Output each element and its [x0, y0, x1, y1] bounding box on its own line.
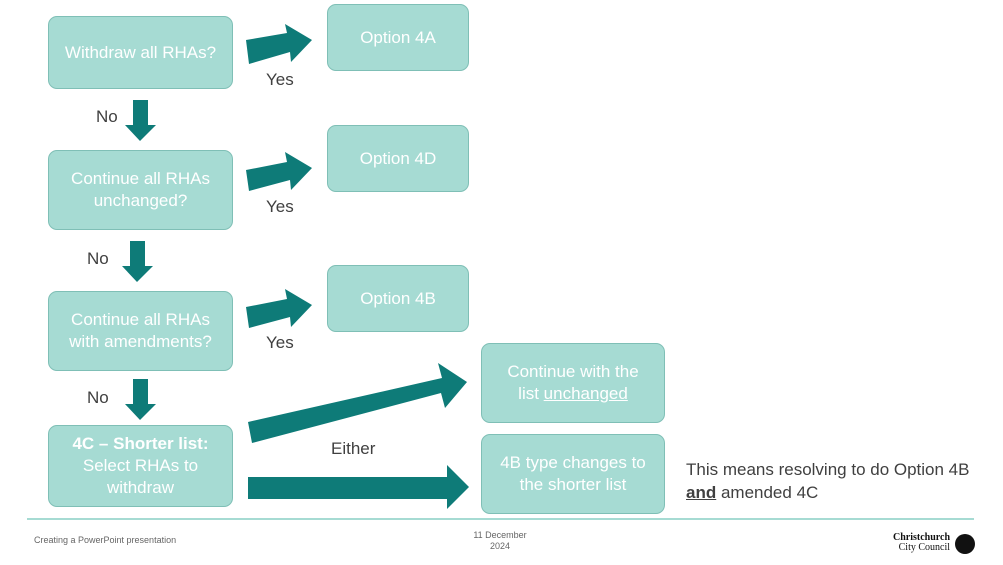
- logo-line1: Christchurch: [893, 532, 951, 543]
- yes-label-1: Yes: [266, 70, 294, 89]
- continue-unchanged-line1: Continue with the: [507, 362, 639, 381]
- right-arrow-4d: [246, 152, 312, 191]
- option-4d-box: Option 4D: [327, 125, 469, 192]
- council-logo-icon: [955, 534, 975, 554]
- question-continue-amendments-line1: Continue all RHAs: [71, 310, 210, 329]
- type-changes-line1: 4B type changes to: [500, 453, 646, 472]
- option-4b-text: Option 4B: [360, 289, 436, 308]
- shorter-list-line3: withdraw: [106, 478, 175, 497]
- shorter-list-box: 4C – Shorter list: Select RHAs to withdr…: [48, 425, 233, 507]
- council-logo-text: Christchurch City Council: [893, 533, 950, 553]
- no-label-1: No: [96, 107, 118, 126]
- continue-unchanged-box: Continue with the list unchanged: [481, 343, 665, 423]
- footer-date: 11 December 2024: [450, 530, 550, 552]
- no-label-3: No: [87, 388, 109, 407]
- shorter-list-title: 4C – Shorter list:: [72, 434, 209, 453]
- footer-date-line2: 2024: [489, 541, 511, 551]
- continue-unchanged-underline: unchanged: [543, 384, 628, 403]
- option-4a-text: Option 4A: [360, 28, 436, 47]
- down-arrow-2: [122, 241, 153, 282]
- option-4a-box: Option 4A: [327, 4, 469, 71]
- question-withdraw-box: Withdraw all RHAs?: [48, 16, 233, 89]
- resolution-note: This means resolving to do Option 4B and…: [686, 458, 976, 504]
- question-continue-amendments-line2: with amendments?: [69, 332, 212, 351]
- either-label: Either: [331, 439, 376, 458]
- down-arrow-1: [125, 100, 156, 141]
- logo-line2: City Council: [898, 542, 951, 553]
- right-arrow-4b: [246, 289, 312, 328]
- note-and: and: [686, 483, 717, 502]
- shorter-list-line2: Select RHAs to: [82, 456, 199, 475]
- footer-date-line1: 11 December: [473, 530, 527, 540]
- type-changes-box: 4B type changes to the shorter list: [481, 434, 665, 514]
- no-label-2: No: [87, 249, 109, 268]
- right-arrow-4a: [246, 24, 312, 64]
- note-part2: amended 4C: [716, 483, 819, 502]
- question-continue-unchanged-line1: Continue all RHAs: [71, 169, 210, 188]
- yes-label-3: Yes: [266, 333, 294, 352]
- diagonal-arrow-continue: [248, 363, 467, 443]
- question-continue-amendments-box: Continue all RHAs with amendments?: [48, 291, 233, 371]
- continue-unchanged-line2-prefix: list: [518, 384, 544, 403]
- question-continue-unchanged-line2: unchanged?: [93, 191, 188, 210]
- question-withdraw-text: Withdraw all RHAs?: [64, 42, 217, 62]
- note-part1: This means resolving to do Option 4B: [686, 460, 970, 479]
- down-arrow-3: [125, 379, 156, 420]
- option-4b-box: Option 4B: [327, 265, 469, 332]
- option-4d-text: Option 4D: [359, 149, 437, 168]
- footer-divider: [27, 518, 974, 520]
- yes-label-2: Yes: [266, 197, 294, 216]
- footer-title: Creating a PowerPoint presentation: [34, 535, 177, 545]
- type-changes-line2: the shorter list: [519, 475, 627, 494]
- right-arrow-shorter-list: [248, 465, 469, 509]
- question-continue-unchanged-box: Continue all RHAs unchanged?: [48, 150, 233, 230]
